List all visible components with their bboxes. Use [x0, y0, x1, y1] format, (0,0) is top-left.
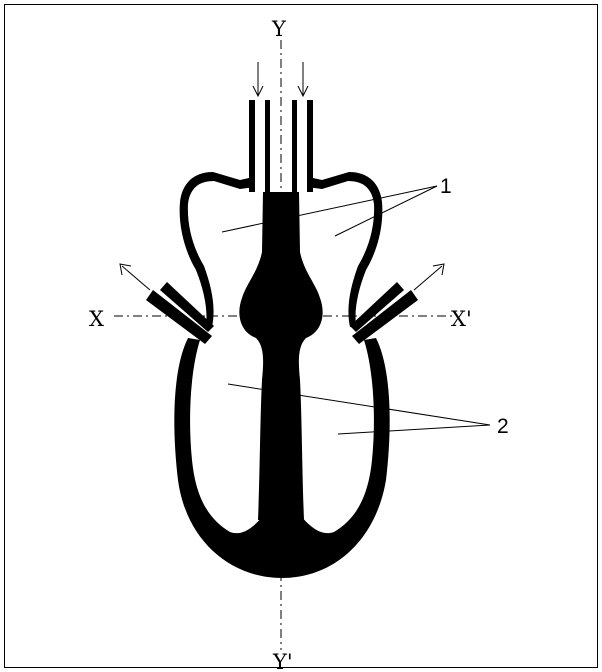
x-axis-left-label: X [89, 307, 104, 331]
x-axis-right-label: X' [451, 307, 472, 331]
central-flow-core [239, 192, 322, 520]
y-axis-bottom-label: Y' [272, 650, 293, 672]
callout-1-leaders [222, 186, 437, 236]
callout-2-label: 2 [497, 415, 509, 438]
callout-1-label: 1 [440, 175, 452, 198]
y-axis-top-label: Y [271, 17, 287, 41]
